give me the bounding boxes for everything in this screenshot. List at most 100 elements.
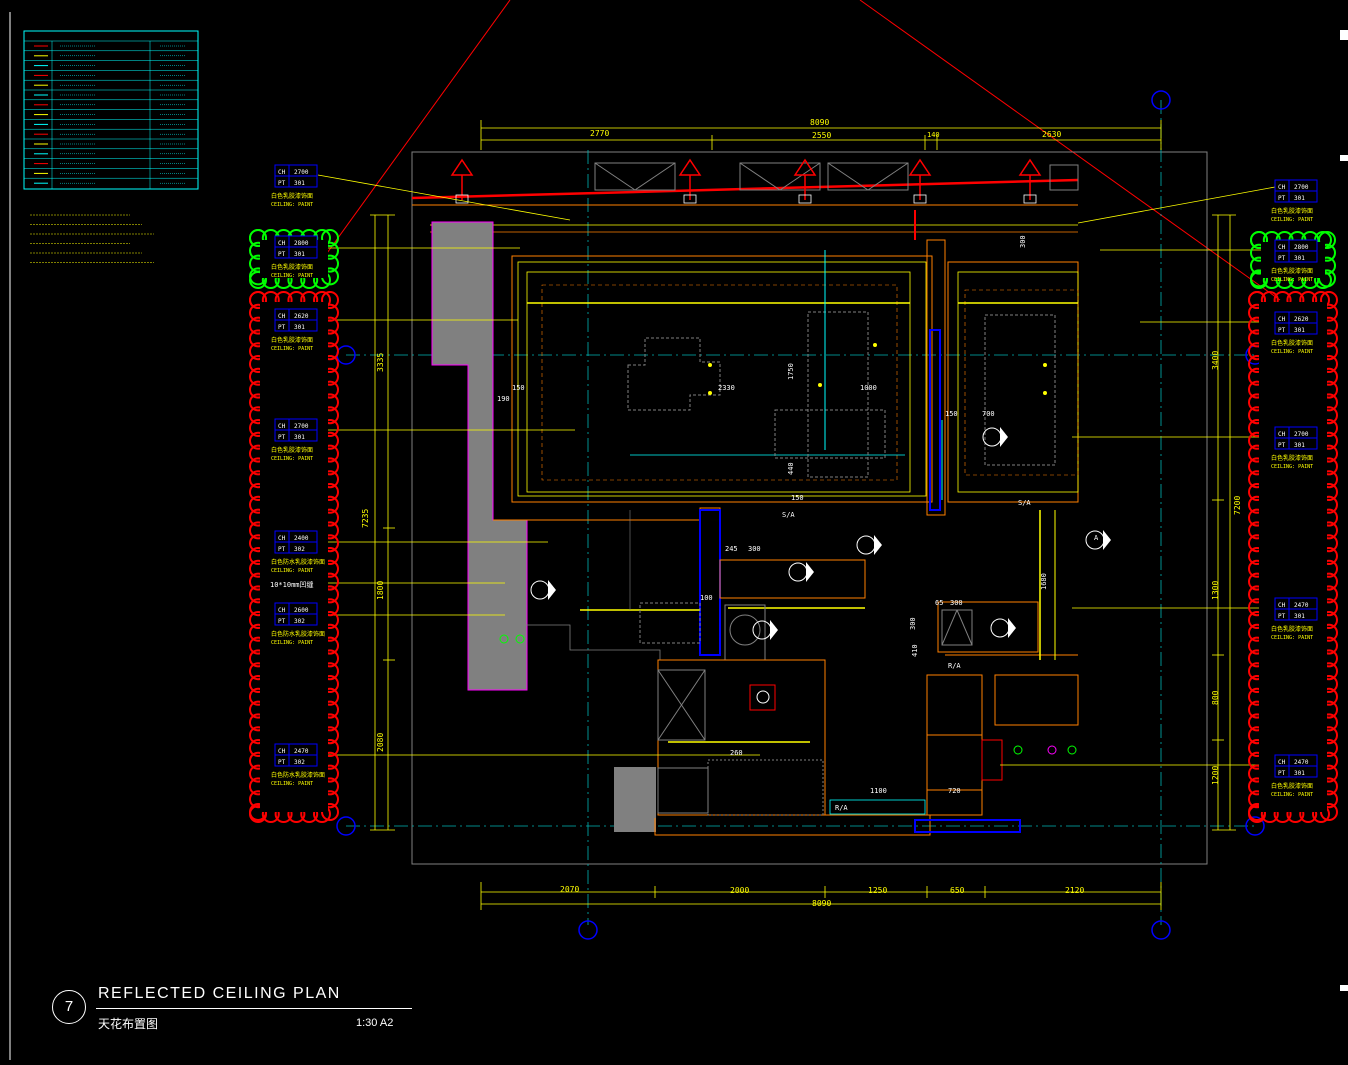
svg-text:CEILING: PAINT: CEILING: PAINT <box>271 640 313 646</box>
svg-text:PT: PT <box>1278 327 1286 334</box>
bottom-total-dim: 8090 <box>812 899 831 908</box>
top-total-dim: 8090 <box>810 118 829 127</box>
svg-text:CEILING: PAINT: CEILING: PAINT <box>1271 792 1313 798</box>
left-dim-1: 3335 <box>376 353 385 372</box>
svg-text:PT: PT <box>1278 195 1286 202</box>
svg-text:PT: PT <box>278 618 286 625</box>
plan-frame <box>411 151 1208 865</box>
svg-text:S/A: S/A <box>1018 499 1031 507</box>
svg-text:PT: PT <box>278 546 286 553</box>
svg-text:2620: 2620 <box>294 313 309 320</box>
svg-text:CH: CH <box>278 423 286 430</box>
bottom-dim-1: 2070 <box>560 885 579 894</box>
downlights <box>708 343 1047 395</box>
svg-text:301: 301 <box>1294 327 1305 334</box>
elevation-symbols <box>530 427 1111 640</box>
svg-text:2800: 2800 <box>294 240 309 247</box>
svg-text:S/A: S/A <box>782 511 795 519</box>
svg-text:301: 301 <box>1294 255 1305 262</box>
svg-text:CH: CH <box>1278 184 1286 191</box>
svg-text:410: 410 <box>911 644 919 657</box>
svg-text:301: 301 <box>1294 613 1305 620</box>
svg-text:260: 260 <box>730 749 743 757</box>
top-dim-3: 140 <box>927 131 940 139</box>
svg-text:白色乳胶漆饰面: 白色乳胶漆饰面 <box>271 192 313 200</box>
svg-text:PT: PT <box>1278 255 1286 262</box>
svg-text:302: 302 <box>294 759 305 766</box>
plan-walls <box>431 221 1079 836</box>
svg-text:R/A: R/A <box>835 804 848 812</box>
revision-clouds <box>249 229 1338 823</box>
left-dim-2: 1800 <box>376 581 385 600</box>
section-marks: S/A S/A R/A R/A A <box>782 499 1099 812</box>
svg-text:A: A <box>1094 534 1099 542</box>
svg-text:1000: 1000 <box>860 384 877 392</box>
svg-text:CH: CH <box>278 313 286 320</box>
svg-text:301: 301 <box>294 324 305 331</box>
drawing-title: REFLECTED CEILING PLAN <box>98 985 341 1002</box>
svg-text:CH: CH <box>1278 759 1286 766</box>
svg-text:2700: 2700 <box>1294 431 1309 438</box>
svg-text:300: 300 <box>1019 235 1027 248</box>
svg-text:白色防水乳胶漆饰面: 白色防水乳胶漆饰面 <box>271 630 325 638</box>
svg-text:301: 301 <box>1294 770 1305 777</box>
svg-text:2600: 2600 <box>294 607 309 614</box>
svg-text:CH: CH <box>278 535 286 542</box>
svg-text:301: 301 <box>294 251 305 258</box>
svg-text:150: 150 <box>945 410 958 418</box>
top-dim-4: 2630 <box>1042 130 1061 139</box>
svg-text:2700: 2700 <box>294 169 309 176</box>
svg-text:CEILING: PAINT: CEILING: PAINT <box>271 202 313 208</box>
svg-text:白色防水乳胶漆饰面: 白色防水乳胶漆饰面 <box>271 771 325 779</box>
svg-text:190: 190 <box>497 395 510 403</box>
drawing-title-chinese: 天花布置图 <box>98 1017 159 1031</box>
top-dimensions <box>480 120 1162 150</box>
bottom-dim-2: 2000 <box>730 886 749 895</box>
svg-text:PT: PT <box>278 324 286 331</box>
svg-text:CEILING: PAINT: CEILING: PAINT <box>271 456 313 462</box>
svg-text:2800: 2800 <box>1294 244 1309 251</box>
grid-lines <box>346 100 1255 925</box>
svg-text:CH: CH <box>1278 244 1286 251</box>
svg-text:CH: CH <box>278 748 286 755</box>
svg-text:CEILING: PAINT: CEILING: PAINT <box>1271 217 1313 223</box>
svg-text:302: 302 <box>294 618 305 625</box>
svg-text:2470: 2470 <box>294 748 309 755</box>
svg-text:1100: 1100 <box>870 787 887 795</box>
svg-text:CEILING: PAINT: CEILING: PAINT <box>1271 277 1313 283</box>
svg-text:2400: 2400 <box>294 535 309 542</box>
svg-text:65: 65 <box>935 599 943 607</box>
svg-text:CH: CH <box>278 607 286 614</box>
svg-text:CH: CH <box>278 169 286 176</box>
left-dim-3: 2080 <box>376 733 385 752</box>
drawing-number: 7 <box>52 990 86 1024</box>
svg-text:2620: 2620 <box>1294 316 1309 323</box>
svg-text:301: 301 <box>1294 195 1305 202</box>
svg-text:CEILING: PAINT: CEILING: PAINT <box>1271 635 1313 641</box>
svg-text:100: 100 <box>700 594 713 602</box>
legend-table <box>23 30 199 190</box>
svg-text:440: 440 <box>787 462 795 475</box>
bottom-dimensions <box>480 882 1162 910</box>
svg-text:白色乳胶漆饰面: 白色乳胶漆饰面 <box>1271 339 1313 347</box>
svg-text:CH: CH <box>1278 431 1286 438</box>
svg-text:CEILING: PAINT: CEILING: PAINT <box>1271 464 1313 470</box>
svg-text:CEILING: PAINT: CEILING: PAINT <box>271 273 313 279</box>
svg-text:白色防水乳胶漆饰面: 白色防水乳胶漆饰面 <box>271 558 325 566</box>
drawing-scale: 1:30 A2 <box>356 1017 394 1029</box>
svg-text:白色乳胶漆饰面: 白色乳胶漆饰面 <box>1271 782 1313 790</box>
